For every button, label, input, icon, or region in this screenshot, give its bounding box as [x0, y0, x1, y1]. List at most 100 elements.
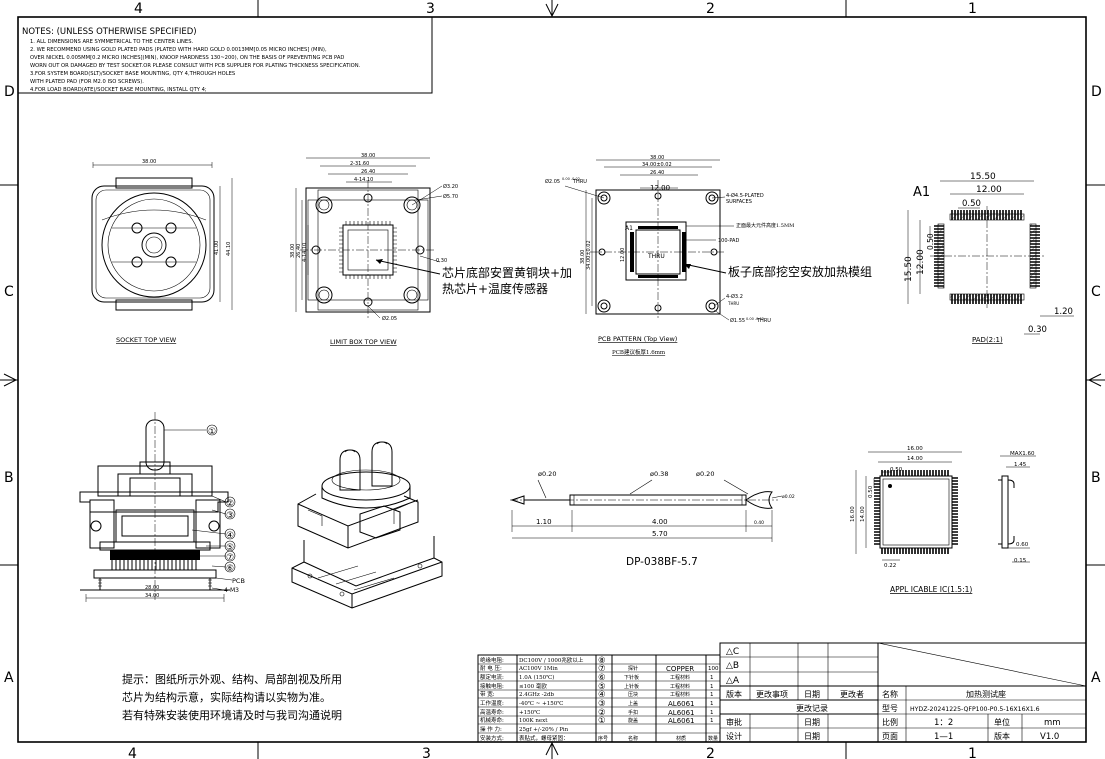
revision-header-author: 更改者: [840, 689, 864, 699]
pcb-plated-2: SURFACES: [726, 199, 752, 205]
pcb-hole-32: 4-Ø3.2: [726, 293, 743, 300]
pogo-dia-4: ø0.02: [782, 494, 795, 500]
limit-dim-38: 38.00: [361, 153, 375, 159]
bom-qty-1: 1: [710, 718, 714, 724]
pcb-pad-count: 100-PAD: [718, 238, 739, 244]
pcb-hole-32-thru: THRU: [727, 301, 739, 306]
spec-label-3: 额定电流:: [480, 673, 504, 681]
spec-label-8: 机械寿命:: [480, 716, 504, 724]
balloon-5: ⑤: [226, 543, 234, 553]
bom-name-7: 探针: [628, 665, 638, 672]
title-model-value: HYDZ-20241225-QFP100-P0.5-16X16X1.6: [910, 706, 1040, 713]
notes-line-4: WORN OUT OR DAMAGED BY TEST SOCKET.OR PL…: [30, 63, 361, 69]
revision-review: 审批: [726, 717, 742, 727]
bom-header-name: 名称: [628, 735, 638, 742]
bottom-center-mark: [545, 741, 559, 756]
notes-title: NOTES: (UNLESS OTHERWISE SPECIFIED): [22, 27, 197, 37]
ic-dim-16: 16.00: [907, 446, 923, 452]
limit-callout-line-2: 热芯片+温度传感器: [442, 281, 548, 296]
bom-header-qty: 数量: [708, 735, 718, 742]
bom-name-4: 压块: [628, 691, 638, 698]
col-label-bottom-3: 3: [422, 746, 431, 759]
pcb-height-note: 正面最大元件高度1.5MM: [736, 222, 794, 229]
limit-dim-14: 4-14.10: [354, 177, 373, 183]
section-dim-34: 34.00: [145, 593, 159, 599]
pcb-a1-label: A1: [625, 225, 633, 232]
col-label-top-3: 3: [426, 1, 435, 17]
right-center-mark: [1087, 373, 1102, 387]
bom-name-5: 上针板: [624, 683, 639, 690]
limit-dim-v3: 4-14.10: [302, 243, 308, 262]
tip-line-1: 提示：图纸所示外观、结构、局部剖视及所用: [122, 672, 342, 686]
spec-value-3: 1.0A (150℃): [519, 674, 554, 681]
limit-dim-v2: 26.40: [296, 244, 302, 258]
limit-dim-26: 26.40: [361, 169, 375, 175]
pogo-part-number: DP-038BF-5.7: [626, 556, 698, 568]
limit-box-caption: LIMIT BOX TOP VIEW: [330, 338, 397, 346]
row-label-left-a: A: [4, 670, 14, 686]
row-label-left-b: B: [4, 470, 14, 486]
title-version-label: 版本: [994, 731, 1010, 741]
title-name-value: 加热测试座: [966, 689, 1006, 699]
row-label-left-d: D: [4, 84, 15, 100]
col-label-bottom-2: 2: [706, 746, 715, 759]
balloon-7: ⑦: [226, 553, 234, 563]
bom-material-3: AL6061: [668, 700, 695, 708]
bom-no-4: ④: [598, 690, 606, 700]
revision-header-version: 版本: [726, 689, 742, 699]
spec-label-5: 带 宽:: [480, 690, 495, 698]
pcb-hole-155-tol: 0.00 -0.02: [746, 317, 764, 321]
notes-line-5: 3.FOR SYSTEM BOARD(SLT)/SOCKET BASE MOUN…: [30, 71, 235, 77]
bom-header-no: 序号: [598, 735, 608, 742]
spec-value-2: AC100V 1Min: [518, 666, 558, 672]
limit-box-view: 38.00 2-31.60 26.40 4-14.10 38.00 26.40 …: [290, 153, 572, 346]
spec-label-2: 耐 电 压:: [480, 664, 502, 672]
title-model-label: 型号: [882, 704, 898, 713]
bom-material-1: AL6061: [668, 717, 695, 725]
revision-block: △C △B △A 版本 更改事项 日期 更改者 更改记录 审批 日期 设计 日期: [719, 642, 879, 743]
pad-dim-v1200: 12.00: [916, 249, 926, 275]
pogo-len-3: 0.40: [754, 520, 764, 526]
pad-a1-label: A1: [913, 185, 930, 200]
col-label-top-4: 4: [134, 1, 143, 17]
pcb-hole-155: Ø1.55: [730, 317, 745, 324]
col-label-top-1: 1: [968, 1, 977, 17]
bom-no-7: ⑦: [598, 664, 606, 674]
ic-dim-022: 0.22: [884, 563, 896, 569]
revision-header-date: 日期: [804, 690, 820, 699]
col-label-bottom-1: 1: [968, 746, 977, 759]
section-view: ① ② ③ ④ ⑤ ⑦ ⑥ PC: [79, 412, 245, 602]
section-pcb-label: PCB: [232, 577, 245, 585]
balloon-1: ①: [208, 427, 216, 437]
pcb-pattern-view: 38.00 34.00±0.02 26.40 12.00 A1 THRU 38.…: [545, 155, 872, 356]
socket-top-caption: SOCKET TOP VIEW: [116, 336, 177, 344]
title-unit-label: 单位: [994, 717, 1010, 727]
bom-name-3: 上盖: [628, 700, 638, 707]
bom-no-8: ⑧: [598, 656, 606, 666]
revision-record: 更改记录: [796, 703, 828, 713]
spec-label-9: 操 作 力:: [480, 725, 502, 733]
pcb-thru-hole: Ø2.05: [545, 178, 560, 185]
spec-label-6: 工作温度:: [480, 699, 504, 707]
socket-top-dim-width: 38.00: [142, 159, 156, 165]
bom-no-5: ⑤: [598, 682, 606, 692]
bom-qty-5: 1: [710, 684, 714, 690]
spec-value-8: 100K next: [519, 718, 548, 724]
notes-block: NOTES: (UNLESS OTHERWISE SPECIFIED) 1. A…: [17, 16, 433, 94]
ic-dim-060: 0.60: [1016, 542, 1029, 548]
bom-material-5: 工程材料: [670, 683, 690, 690]
spec-label-1: 绝缘电阻:: [480, 656, 504, 664]
balloon-6: ⑥: [226, 564, 234, 574]
spec-label-10: 安装方式:: [480, 734, 504, 742]
spec-table: 绝缘电阻: DC100V / 1000兆欧以上 耐 电 压: AC100V 1M…: [477, 654, 597, 743]
limit-dim-31: 2-31.60: [350, 161, 369, 167]
ic-dim-v14: 14.00: [860, 506, 866, 522]
socket-top-view: 38.00 41.00 44.10 SOCKET TOP VIEW: [91, 159, 233, 344]
notes-line-6: WITH PLATED PAD (FOR M2.0 ISO SCREWS).: [30, 79, 144, 85]
row-label-right-c: C: [1091, 284, 1101, 300]
pad-dim-030: 0.30: [1028, 325, 1047, 335]
spec-value-6: -40℃ ~ +150℃: [519, 700, 563, 707]
pcb-callout: 板子底部挖空安放加热模组: [728, 264, 872, 279]
pcb-dim-v2: 34.00±0.02: [586, 240, 592, 270]
bom-qty-3: 1: [710, 701, 714, 707]
